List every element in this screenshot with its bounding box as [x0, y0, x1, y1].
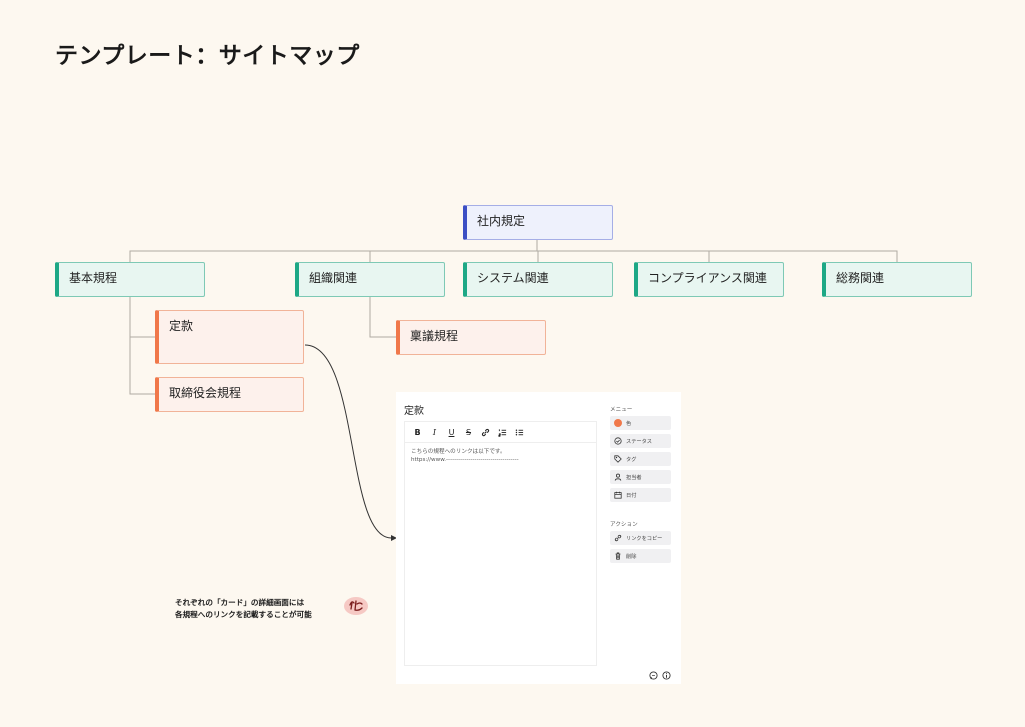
action-section-label: アクション	[610, 522, 638, 528]
trash-icon	[614, 552, 622, 560]
link-icon	[481, 428, 490, 436]
comment-icon[interactable]	[649, 665, 658, 680]
color-dot-icon	[614, 419, 622, 427]
branch-card-label: 組織関連	[309, 271, 358, 285]
underline-button[interactable]: U	[448, 427, 455, 437]
tag-icon	[614, 455, 622, 463]
explanation-note: それぞれの「カード」の詳細画面には 各規程へのリンクを記載することが可能	[175, 597, 312, 621]
info-icon[interactable]	[662, 665, 671, 680]
ordered-list-icon	[498, 428, 507, 437]
ordered-list-button[interactable]	[495, 425, 510, 440]
mascot-sticker-icon	[344, 597, 368, 615]
status-check-icon	[614, 437, 622, 445]
copy-link-button[interactable]: リンクをコピー	[610, 531, 671, 545]
branch-card-label: コンプライアンス関連	[648, 271, 767, 285]
delete-button[interactable]: 削除	[610, 549, 671, 563]
note-line: 各規程へのリンクを記載することが可能	[175, 610, 312, 619]
card-detail-panel: 定款 B I U S こちらの規程へのリンクは以下です。 https://www…	[396, 392, 681, 684]
bullet-list-button[interactable]	[512, 425, 527, 440]
editor-toolbar: B I U S	[405, 422, 596, 443]
leaf-card-torishimariyaku[interactable]: 取締役会規程	[155, 377, 304, 412]
menu-item-date[interactable]: 日付	[610, 488, 671, 502]
menu-item-label: タグ	[626, 456, 637, 463]
menu-item-color[interactable]: 色	[610, 416, 671, 430]
menu-section-label: メニュー	[610, 407, 633, 413]
italic-button[interactable]: I	[432, 427, 437, 437]
branch-card-label: 基本規程	[69, 271, 118, 285]
strikethrough-button[interactable]: S	[465, 427, 472, 437]
leaf-card-label: 定款	[169, 319, 194, 333]
editor-line: こちらの規程へのリンクは以下です。	[411, 449, 506, 455]
menu-item-label: 色	[626, 420, 632, 427]
branch-card-soshiki[interactable]: 組織関連	[295, 262, 445, 297]
leaf-card-ringi[interactable]: 稟議規程	[396, 320, 546, 355]
branch-card-label: システム関連	[477, 271, 549, 285]
page-title: テンプレート：サイトマップ	[55, 43, 360, 69]
root-card[interactable]: 社内規定	[463, 205, 613, 240]
branch-card-somu[interactable]: 総務関連	[822, 262, 972, 297]
root-card-label: 社内規定	[477, 214, 526, 228]
menu-item-label: リンクをコピー	[626, 535, 663, 542]
menu-item-assignee[interactable]: 担当者	[610, 470, 671, 484]
link-icon	[614, 534, 622, 542]
menu-item-tag[interactable]: タグ	[610, 452, 671, 466]
calendar-icon	[614, 491, 622, 499]
menu-item-label: 担当者	[626, 474, 642, 481]
menu-item-label: ステータス	[626, 438, 652, 445]
editor-link-line: https://www.----------------------------…	[411, 457, 519, 463]
menu-item-label: 日付	[626, 492, 637, 499]
note-line: それぞれの「カード」の詳細画面には	[175, 598, 305, 607]
leaf-card-label: 稟議規程	[410, 329, 459, 343]
branch-card-system[interactable]: システム関連	[463, 262, 613, 297]
bullet-list-icon	[515, 429, 524, 435]
leaf-card-teikan[interactable]: 定款	[155, 310, 304, 364]
detail-title: 定款	[404, 406, 424, 417]
editor-content[interactable]: こちらの規程へのリンクは以下です。 https://www.----------…	[405, 443, 596, 469]
link-button[interactable]	[478, 425, 493, 440]
menu-item-status[interactable]: ステータス	[610, 434, 671, 448]
leaf-card-label: 取締役会規程	[169, 386, 242, 400]
branch-card-compliance[interactable]: コンプライアンス関連	[634, 262, 784, 297]
branch-card-label: 総務関連	[836, 271, 885, 285]
bold-button[interactable]: B	[414, 427, 421, 437]
branch-card-kihon[interactable]: 基本規程	[55, 262, 205, 297]
person-icon	[614, 473, 622, 481]
rich-text-editor[interactable]: B I U S こちらの規程へのリンクは以下です。 https://www.--…	[404, 421, 597, 666]
menu-item-label: 削除	[626, 553, 637, 560]
